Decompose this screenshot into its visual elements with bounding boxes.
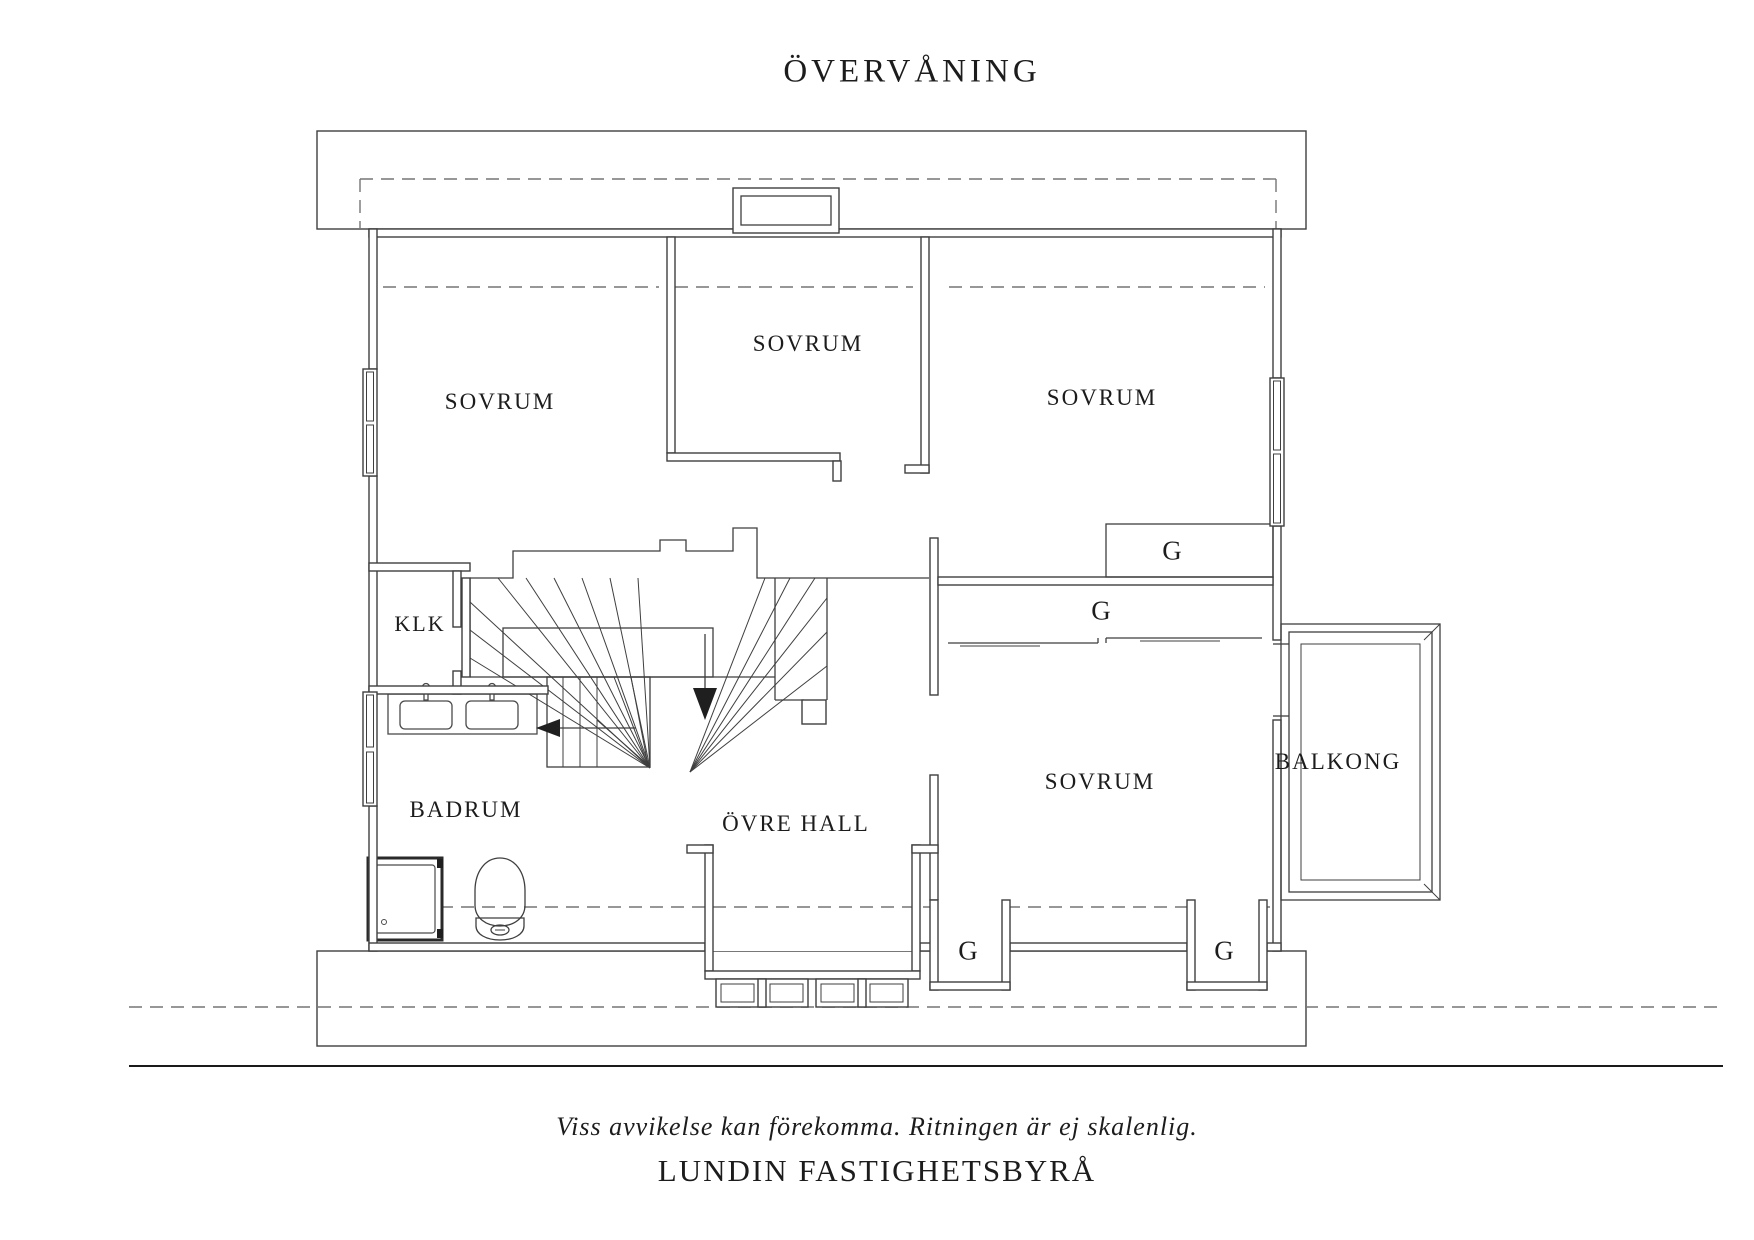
footer-agency: LUNDIN FASTIGHETSBYRÅ: [657, 1153, 1097, 1188]
sink-icon: [465, 700, 519, 730]
stairs-left-arrow-icon: [536, 719, 636, 737]
windows: [362, 368, 1285, 1008]
balcony-structure: [1273, 623, 1441, 901]
page-title: ÖVERVÅNING: [783, 53, 1041, 90]
dashed-roof-lines: [129, 178, 1723, 1008]
room-label-balcony: BALKONG: [1274, 749, 1402, 774]
toilet-icon: [474, 857, 526, 941]
wardrobe-box: [1105, 523, 1274, 578]
footer-disclaimer: Viss avvikelse kan förekomma. Ritningen …: [556, 1112, 1198, 1141]
room-label-bedroom-4: SOVRUM: [1044, 769, 1156, 794]
house-floor: [369, 229, 1281, 951]
room-label-bedroom-1: SOVRUM: [444, 389, 556, 414]
room-label-upper-hall: ÖVRE HALL: [722, 811, 870, 836]
wardrobe-label-2: G: [1091, 595, 1111, 626]
wardrobe-sliding-doors: [948, 637, 1262, 647]
room-label-closet: KLK: [394, 611, 446, 636]
window-icon: [362, 691, 378, 807]
room-label-bedroom-3: SOVRUM: [1046, 385, 1158, 410]
window-icon: [1269, 377, 1285, 527]
room-label-bathroom: BADRUM: [409, 797, 523, 822]
interior-walls: [368, 236, 1274, 991]
window-icon: [815, 978, 909, 1008]
stairs-down-arrow-icon: [693, 634, 717, 720]
bottom-roof-band: [316, 950, 1307, 1047]
window-icon: [715, 978, 809, 1008]
footer-divider: [129, 1065, 1723, 1067]
room-label-bedroom-2: SOVRUM: [752, 331, 864, 356]
sink-icon: [399, 700, 453, 730]
vanity-sinks: [387, 682, 538, 735]
window-icon: [362, 368, 378, 477]
shower-icon: [366, 856, 444, 942]
chimney: [732, 187, 840, 234]
wardrobe-label-4: G: [1214, 935, 1234, 966]
wardrobe-label-3: G: [958, 935, 978, 966]
wardrobe-label-1: G: [1162, 535, 1182, 566]
